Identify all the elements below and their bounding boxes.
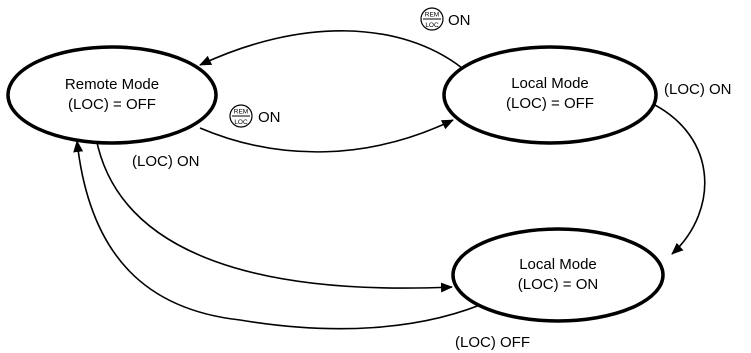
arrow-local-on-to-remote [73,140,493,330]
transition-label-local-off-to-local-on: (LOC) ON [664,81,732,98]
transition-label-text: ON [448,12,471,29]
loc-key-text: LOC [425,22,439,29]
transition-label-local-on-to-remote: (LOC) OFF [455,334,530,351]
state-remote-title: Remote Mode [65,76,159,93]
arrow-local-off-to-local-on [639,97,706,255]
state-remote-mode: Remote Mode (LOC) = OFF [6,45,218,145]
state-local-on-status: (LOC) = ON [518,276,598,293]
state-local-mode-on: Local Mode (LOC) = ON [451,227,665,323]
rem-key-text: REM [425,12,439,19]
rem-loc-key-icon: REM LOC [229,104,253,128]
transition-label-local-off-to-remote: REM LOC ON [420,7,471,31]
state-remote-status: (LOC) = OFF [68,96,156,113]
state-local-off-status: (LOC) = OFF [506,95,594,112]
arrow-remote-to-local-on [95,137,453,293]
arrow-remote-to-local-off [199,119,454,153]
rem-loc-key-icon: REM LOC [420,7,444,31]
state-local-on-title: Local Mode [519,256,597,273]
transition-label-remote-to-local-off: REM LOC ON [229,104,281,128]
transition-label-remote-to-local-on: (LOC) ON [132,153,200,170]
state-local-off-title: Local Mode [511,75,589,92]
transition-label-text: ON [258,109,281,126]
loc-key-text: LOC [234,119,248,126]
arrow-local-off-to-remote [199,30,463,69]
state-local-mode-off: Local Mode (LOC) = OFF [442,45,658,145]
rem-key-text: REM [234,109,248,116]
